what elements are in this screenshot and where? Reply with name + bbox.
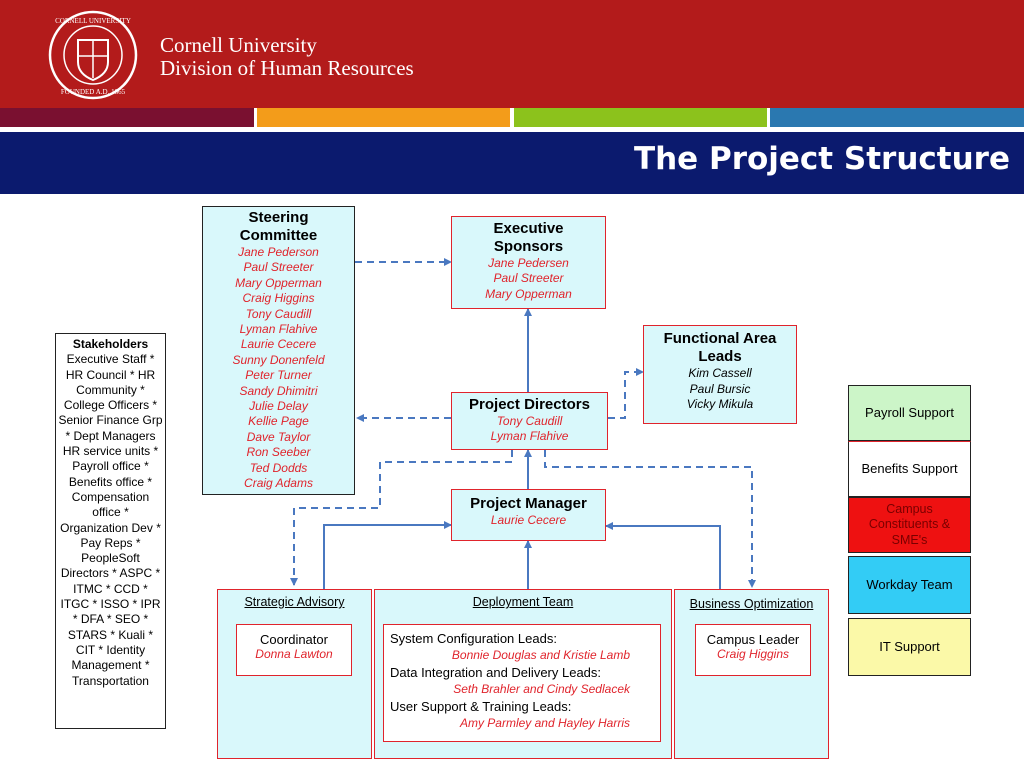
steering-committee-box: Steering Committee Jane Pederson Paul St… <box>202 206 355 495</box>
slide-title: The Project Structure <box>633 141 1010 177</box>
stripe-orange <box>257 108 510 127</box>
legend-benefits-support: Benefits Support <box>848 441 971 497</box>
cornell-seal-logo: CORNELL UNIVERSITY FOUNDED A.D. 1865 <box>48 10 138 100</box>
steering-member: Dave Taylor <box>246 429 311 444</box>
steering-committee-title: Steering Committee <box>239 209 318 244</box>
project-manager-box: Project Manager Laurie Cecere <box>451 489 606 541</box>
executive-member: Paul Streeter <box>493 271 564 286</box>
steering-member: Tony Caudill <box>245 306 312 321</box>
project-manager-title: Project Manager <box>470 495 587 512</box>
title-bar <box>0 132 1024 194</box>
svg-text:FOUNDED A.D. 1865: FOUNDED A.D. 1865 <box>61 88 126 96</box>
director-member: Lyman Flahive <box>490 429 569 444</box>
steering-member: Kellie Page <box>248 414 309 429</box>
stripe-green <box>514 108 767 127</box>
coordinator-name: Donna Lawton <box>255 647 333 661</box>
executive-member: Mary Opperman <box>485 286 572 301</box>
coordinator-box: Coordinator Donna Lawton <box>236 624 352 676</box>
arrow-directors-to-business <box>544 450 756 588</box>
project-directors-title: Project Directors <box>469 396 590 413</box>
lead-names: Bonnie Douglas and Kristie Lamb <box>451 648 630 662</box>
functional-area-leads-box: Functional Area Leads Kim Cassell Paul B… <box>643 325 797 424</box>
functional-lead: Paul Bursic <box>689 381 751 396</box>
legend-it-support: IT Support <box>848 618 971 676</box>
lead-names: Amy Parmley and Hayley Harris <box>459 716 630 730</box>
arrow-directors-to-strategic <box>290 450 513 586</box>
manager-member: Laurie Cecere <box>490 513 567 527</box>
functional-area-leads-title: Functional Area Leads <box>663 330 777 365</box>
steering-member: Ted Dodds <box>249 460 308 475</box>
arrow-strategic-to-manager <box>323 521 452 589</box>
lead-role: Data Integration and Delivery Leads: <box>390 665 602 680</box>
lead-role: User Support & Training Leads: <box>390 699 572 714</box>
steering-member: Julie Delay <box>249 399 308 414</box>
business-optimization-box: Business Optimization Campus Leader Crai… <box>674 589 829 759</box>
legend-campus-constituents: Campus Constituents & SME's <box>848 497 971 553</box>
svg-text:CORNELL UNIVERSITY: CORNELL UNIVERSITY <box>55 17 131 25</box>
steering-member: Laurie Cecere <box>240 337 317 352</box>
lead-names: Seth Brahler and Cindy Sedlacek <box>453 682 630 696</box>
steering-member: Lyman Flahive <box>239 322 318 337</box>
director-member: Tony Caudill <box>496 414 563 428</box>
stakeholders-box: Stakeholders Executive Staff * HR Counci… <box>55 333 166 729</box>
org-name: Cornell University <box>160 33 317 57</box>
steering-member: Paul Streeter <box>243 260 314 275</box>
functional-lead: Vicky Mikula <box>686 397 754 412</box>
steering-member: Peter Turner <box>245 368 312 383</box>
strategic-advisory-box: Strategic Advisory Coordinator Donna Law… <box>217 589 372 759</box>
campus-leader-role: Campus Leader <box>706 632 800 647</box>
steering-member: Ron Seeber <box>246 445 311 460</box>
steering-member: Craig Higgins <box>242 291 315 306</box>
executive-member: Jane Pedersen <box>488 256 569 270</box>
legend-payroll-support: Payroll Support <box>848 385 971 441</box>
arrow-business-to-manager <box>605 522 721 589</box>
steering-member: Craig Adams <box>244 476 313 491</box>
org-division: Division of Human Resources <box>160 56 414 80</box>
header-bar <box>0 0 1024 108</box>
stripe-maroon <box>0 108 254 127</box>
executive-sponsors-box: Executive Sponsors Jane Pedersen Paul St… <box>451 216 606 309</box>
project-directors-box: Project Directors Tony Caudill Lyman Fla… <box>451 392 608 450</box>
campus-leader-name: Craig Higgins <box>716 647 790 661</box>
strategic-advisory-title: Strategic Advisory <box>244 595 345 609</box>
functional-lead: Kim Cassell <box>688 366 752 380</box>
executive-sponsors-title: Executive Sponsors <box>493 220 564 255</box>
stripe-blue <box>770 108 1024 127</box>
steering-member: Mary Opperman <box>235 275 322 290</box>
stakeholders-title: Stakeholders <box>72 337 149 351</box>
steering-member: Sunny Donenfeld <box>232 352 325 367</box>
campus-leader-box: Campus Leader Craig Higgins <box>695 624 811 676</box>
legend-workday-team: Workday Team <box>848 556 971 614</box>
deployment-team-title: Deployment Team <box>472 595 574 609</box>
steering-member: Sandy Dhimitri <box>239 383 318 398</box>
business-optimization-title: Business Optimization <box>689 597 814 611</box>
deployment-team-box: Deployment Team System Configuration Lea… <box>374 589 672 759</box>
steering-member: Jane Pederson <box>238 245 319 259</box>
stakeholders-list: Executive Staff * HR Council * HR Commun… <box>58 352 163 688</box>
deployment-leads-box: System Configuration Leads: Bonnie Dougl… <box>383 624 661 742</box>
lead-role: System Configuration Leads: <box>390 631 557 646</box>
arrow-directors-to-functional <box>608 368 644 419</box>
coordinator-role: Coordinator <box>260 632 328 647</box>
